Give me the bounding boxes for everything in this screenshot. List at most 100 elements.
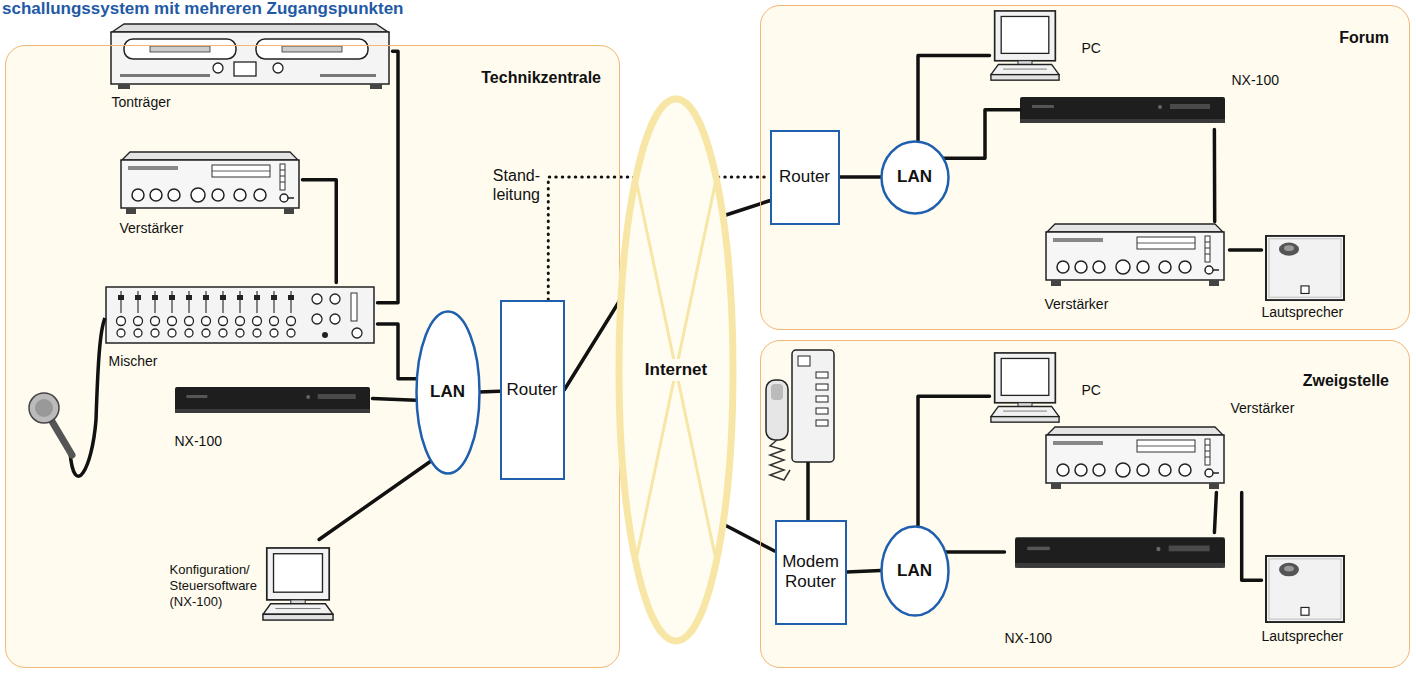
region-title: Zweigstelle <box>1303 371 1389 390</box>
illustration-part <box>798 356 810 366</box>
network-cable <box>945 550 1004 554</box>
network-cable <box>918 396 990 526</box>
network-cable <box>918 56 990 142</box>
lan-ellipse-shape <box>881 141 948 213</box>
node-label: Verstärker <box>1045 296 1109 312</box>
diagram-title: schallungssystem mit mehreren Zugangspun… <box>2 0 403 18</box>
network-cable <box>840 175 882 179</box>
illustration-part <box>816 384 828 390</box>
amplifier <box>1046 224 1224 286</box>
network-cable <box>1230 248 1262 252</box>
node-label: PC <box>1082 40 1101 56</box>
node-label: Konfiguration/ Steuersoftware (NX-100) <box>170 562 265 610</box>
node-label: NX-100 <box>1005 630 1052 646</box>
node-label: Lautsprecher <box>1262 628 1344 644</box>
network-cable <box>303 180 337 283</box>
amplifier <box>121 152 299 214</box>
node-label: Mischer <box>109 353 158 369</box>
network-audio-unit <box>1020 97 1225 123</box>
illustration-part <box>806 462 810 520</box>
network-cable <box>1242 493 1262 581</box>
illustration-part <box>816 372 828 378</box>
illustration-part <box>29 393 59 423</box>
router-box: Router <box>770 130 840 225</box>
illustration-part <box>5 45 620 668</box>
illustration-part <box>816 408 828 414</box>
amplifier: Verstärker <box>1045 222 1230 317</box>
internet-cloud: Internet <box>615 95 737 645</box>
illustration-part <box>770 440 790 480</box>
computer <box>991 353 1059 422</box>
tape-deck: Tonträger <box>108 20 393 116</box>
site-region: ZweigstellePC Modem Router LAN VerstärkerNX… <box>760 340 1410 668</box>
microphone <box>29 318 105 476</box>
node-label: LAN <box>897 561 932 581</box>
network-cable <box>723 201 770 216</box>
network-cable <box>378 324 417 379</box>
computer: PC <box>990 350 1105 428</box>
node-label: NX-100 <box>1232 72 1279 88</box>
network-audio-unit: NX-100 <box>1005 533 1230 648</box>
loudspeaker <box>1266 556 1344 622</box>
tape-deck <box>111 24 389 89</box>
illustration-part <box>816 420 828 426</box>
internet-cross-line <box>636 178 717 561</box>
network-audio-unit <box>175 387 370 413</box>
lan-ellipse-shape <box>881 526 948 615</box>
computer <box>991 11 1059 80</box>
illustration-part <box>35 399 53 417</box>
node-label: Tonträger <box>112 94 171 110</box>
network-cable <box>319 461 431 540</box>
loudspeaker: Lautsprecher <box>1262 232 1354 324</box>
lan-ellipse-shape <box>416 311 479 473</box>
lan-ellipse: LAN <box>880 140 950 215</box>
computer <box>263 548 333 620</box>
node-label: NX-100 <box>175 433 222 449</box>
amplifier: Verstärker <box>1045 398 1298 493</box>
site-region: ForumPC Router LAN NX-100Verstärker Lautspre… <box>760 5 1410 330</box>
loudspeaker <box>1266 236 1344 300</box>
node-label: Router <box>507 380 558 400</box>
router-box: Router <box>500 300 565 480</box>
illustration-part <box>760 5 1410 330</box>
node-label: PC <box>1082 382 1101 398</box>
network-cable <box>1214 493 1216 533</box>
illustration-part <box>816 396 828 402</box>
network-audio-unit: NX-100 <box>1020 70 1310 130</box>
network-cable <box>847 571 882 573</box>
loudspeaker: Lautsprecher <box>1262 552 1354 648</box>
internet-cross-line <box>636 178 717 561</box>
router-box: Modem Router <box>775 520 847 625</box>
site-region: TechnikzentraleTonträgerVerstärkerMische… <box>5 45 620 668</box>
amplifier: Verstärker <box>118 148 303 240</box>
mixer: Mischer <box>103 283 378 375</box>
node-label: Verstärker <box>1231 400 1295 416</box>
network-cable <box>373 399 417 401</box>
illustration-part <box>50 418 72 455</box>
illustration-part <box>771 384 783 400</box>
lan-ellipse: LAN <box>415 310 481 475</box>
edge-label: Stand- leitung <box>462 166 540 204</box>
internet-ellipse-shape <box>619 99 733 641</box>
node-label: LAN <box>897 167 932 187</box>
network-cable <box>479 390 500 394</box>
region-title: Forum <box>1339 28 1389 47</box>
lan-ellipse: LAN <box>880 525 950 617</box>
illustration-part <box>760 340 1410 668</box>
illustration-part <box>70 318 105 476</box>
node-label: Verstärker <box>120 220 184 236</box>
illustration-part <box>792 350 834 462</box>
node-label: LAN <box>430 382 465 402</box>
region-title: Technikzentrale <box>481 68 601 87</box>
network-audio-unit: NX-100 <box>173 383 373 453</box>
network-cable <box>378 51 399 303</box>
illustration-part <box>766 380 788 440</box>
node-label: Modem Router <box>777 552 845 592</box>
amplifier <box>1046 427 1224 489</box>
network-cable <box>943 110 1019 159</box>
network-audio-unit <box>1015 537 1225 567</box>
node-label: Internet <box>642 359 710 381</box>
config-computer: Konfiguration/ Steuersoftware (NX-100) <box>170 540 340 632</box>
network-cable <box>723 524 775 551</box>
